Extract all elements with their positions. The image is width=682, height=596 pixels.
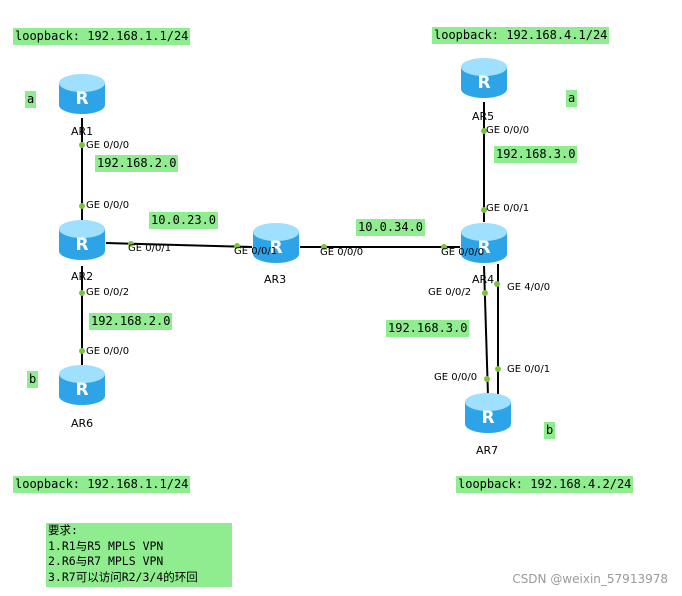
port-label: GE 0/0/1 xyxy=(507,364,551,375)
router-name-ar7: AR7 xyxy=(476,444,499,457)
router-icon[interactable]: R xyxy=(57,73,107,117)
requirements-title: 要求: xyxy=(48,523,78,537)
router-name-ar2: AR2 xyxy=(71,270,94,283)
site-tag-ar1: a xyxy=(25,91,37,108)
port-dot xyxy=(128,241,134,247)
port-label: GE 0/0/1 xyxy=(234,246,278,257)
requirements-box: 要求: 1.R1与R5 MPLS VPN 2.R6与R7 MPLS VPN 3.… xyxy=(46,523,232,587)
router-icon[interactable]: R xyxy=(57,219,107,263)
svg-text:R: R xyxy=(75,89,88,109)
network-label-ar5-ar4: 192.168.3.0 xyxy=(494,146,578,163)
port-dot xyxy=(79,203,85,209)
requirement-item: 2.R6与R7 MPLS VPN xyxy=(48,554,164,568)
port-label: GE 0/0/0 xyxy=(86,140,130,151)
site-tag-ar6: b xyxy=(27,371,39,388)
requirement-item: 3.R7可以访问R2/3/4的环回 xyxy=(48,569,198,584)
port-dot xyxy=(482,290,488,296)
port-label: GE 0/0/0 xyxy=(434,372,478,383)
router-icon[interactable]: R xyxy=(459,222,509,266)
port-dot xyxy=(79,348,85,354)
port-dot xyxy=(494,281,500,287)
port-dot xyxy=(484,376,490,382)
port-dot xyxy=(495,366,501,372)
loopback-label-ar7: loopback: 192.168.4.2/24 xyxy=(456,476,634,493)
port-dot xyxy=(79,290,85,296)
svg-text:R: R xyxy=(75,380,88,400)
watermark: CSDN @weixin_57913978 xyxy=(512,572,668,586)
site-tag-ar5: a xyxy=(566,90,578,107)
port-dot xyxy=(481,128,487,134)
router-name-ar5: AR5 xyxy=(472,110,495,123)
svg-text:R: R xyxy=(481,408,494,428)
port-label: GE 0/0/2 xyxy=(86,287,130,298)
svg-text:R: R xyxy=(477,73,490,93)
port-label: GE 0/0/0 xyxy=(441,247,485,258)
port-dot xyxy=(481,207,487,213)
port-dot xyxy=(234,243,240,249)
port-dot xyxy=(321,244,327,250)
network-label-ar2-ar6: 192.168.2.0 xyxy=(89,313,173,330)
port-label: GE 0/0/1 xyxy=(128,243,172,254)
svg-text:R: R xyxy=(269,238,282,258)
network-label-ar1-ar2: 192.168.2.0 xyxy=(95,155,179,172)
port-label: GE 0/0/0 xyxy=(86,200,130,211)
router-name-ar3: AR3 xyxy=(264,273,287,286)
network-label-ar3-ar4: 10.0.34.0 xyxy=(356,219,426,236)
requirement-item: 1.R1与R5 MPLS VPN xyxy=(48,538,164,553)
loopback-label-ar6: loopback: 192.168.1.1/24 xyxy=(13,476,191,493)
router-icon[interactable]: R xyxy=(463,392,513,436)
port-label: GE 0/0/2 xyxy=(428,287,472,298)
loopback-label-ar5: loopback: 192.168.4.1/24 xyxy=(432,27,610,44)
port-label: GE 0/0/0 xyxy=(486,125,530,136)
port-label: GE 4/0/0 xyxy=(507,282,551,293)
router-name-ar6: AR6 xyxy=(71,417,94,430)
port-label: GE 0/0/1 xyxy=(486,203,530,214)
port-label: GE 0/0/0 xyxy=(86,346,130,357)
router-name-ar1: AR1 xyxy=(71,125,94,138)
loopback-label-ar1: loopback: 192.168.1.1/24 xyxy=(13,28,191,45)
router-icon[interactable]: R xyxy=(251,222,301,266)
router-name-ar4: AR4 xyxy=(472,273,495,286)
site-tag-ar7: b xyxy=(544,422,556,439)
link-ar4-ar7-a xyxy=(483,265,489,397)
network-label-ar4-ar7: 192.168.3.0 xyxy=(386,320,470,337)
port-dot xyxy=(441,244,447,250)
port-label: GE 0/0/0 xyxy=(320,247,364,258)
router-icon[interactable]: R xyxy=(459,57,509,101)
svg-text:R: R xyxy=(75,235,88,255)
router-icon[interactable]: R xyxy=(57,364,107,408)
network-label-ar2-ar3: 10.0.23.0 xyxy=(149,212,219,229)
svg-text:R: R xyxy=(477,238,490,258)
port-dot xyxy=(79,142,85,148)
